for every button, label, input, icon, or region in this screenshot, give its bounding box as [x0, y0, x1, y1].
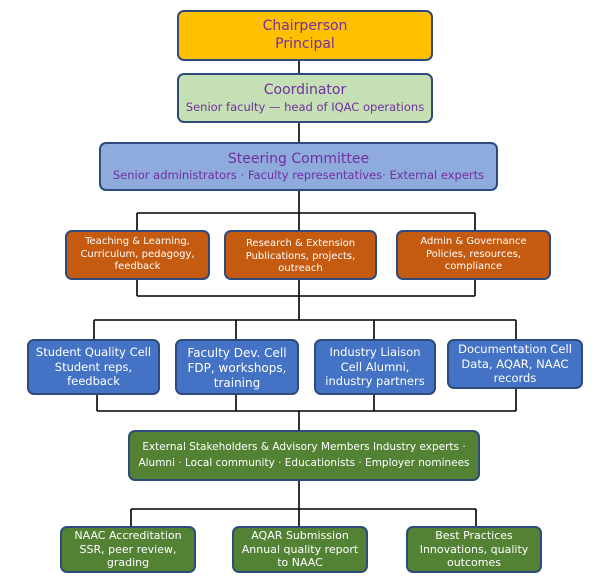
connector-to-cells: [93, 319, 517, 339]
outcome-line: NAAC Accreditation: [74, 528, 182, 542]
outcome-line: outcomes: [446, 556, 501, 570]
domain-line: Policies, resources,: [426, 248, 521, 260]
cell-line: records: [493, 371, 537, 386]
cell-line: Cell Alumni,: [340, 359, 410, 374]
cell-line: industry partners: [325, 374, 425, 389]
domain-line: feedback: [114, 261, 161, 273]
domain-line: Teaching & Learning,: [85, 236, 190, 248]
cell-box-documentation: Documentation Cell Data, AQAR, NAAC reco…: [447, 339, 583, 389]
cell-box-student-quality: Student Quality Cell Student reps, feedb…: [27, 339, 160, 395]
outcome-box-naac: NAAC Accreditation SSR, peer review, gra…: [60, 526, 196, 573]
outcome-line: SSR, peer review,: [79, 542, 177, 556]
external-stakeholders-box: External Stakeholders & Advisory Members…: [128, 430, 480, 481]
connector-cells-merge: [96, 388, 517, 430]
domain-box-admin: Admin & Governance Policies, resources, …: [396, 230, 551, 280]
domain-box-research: Research & Extension Publications, proje…: [224, 230, 377, 280]
cell-line: Student reps,: [54, 359, 133, 374]
cell-line: Data, AQAR, NAAC: [461, 356, 569, 371]
cell-box-industry-liaison: Industry Liaison Cell Alumni, industry p…: [314, 339, 436, 395]
coordinator-box: Coordinator Senior faculty — head of IQA…: [177, 73, 433, 123]
stakeholders-line: External Stakeholders & Advisory Members…: [142, 441, 466, 454]
connector-domains-merge: [136, 279, 476, 320]
outcome-line: Innovations, quality: [419, 542, 529, 556]
cell-line: training: [213, 376, 261, 390]
outcome-line: AQAR Submission: [251, 528, 349, 542]
domain-line: outreach: [278, 263, 323, 274]
domain-line: Research & Extension: [245, 238, 356, 249]
domain-line: Publications, projects,: [245, 250, 356, 262]
chair-subtitle: Principal: [275, 35, 335, 52]
domain-line: compliance: [444, 261, 503, 273]
domain-box-teaching: Teaching & Learning, Curriculum, pedagog…: [65, 230, 210, 280]
cell-line: Documentation Cell: [458, 342, 572, 357]
cell-line: Faculty Dev. Cell: [187, 346, 287, 360]
outcome-line: grading: [106, 556, 150, 570]
outcome-box-best-practices: Best Practices Innovations, quality outc…: [406, 526, 542, 573]
cell-box-faculty-dev: Faculty Dev. Cell FDP, workshops, traini…: [175, 339, 299, 395]
cell-line: FDP, workshops,: [187, 361, 287, 375]
outcome-box-aqar: AQAR Submission Annual quality report to…: [232, 526, 368, 573]
cell-line: Industry Liaison: [329, 345, 421, 360]
connector-steering-domains: [136, 190, 476, 230]
coordinator-title: Coordinator: [263, 82, 347, 99]
connector-to-outcomes: [130, 480, 477, 526]
stakeholders-line: Alumni · Local community · Educationists…: [138, 456, 470, 469]
outcome-line: to NAAC: [277, 556, 323, 570]
outcome-line: Best Practices: [435, 528, 513, 542]
domain-line: Admin & Governance: [420, 236, 527, 248]
steering-title: Steering Committee: [227, 150, 370, 167]
cell-line: feedback: [67, 374, 120, 389]
domain-line: Curriculum, pedagogy,: [80, 248, 195, 260]
steering-committee-box: Steering Committee Senior administrators…: [99, 142, 498, 191]
coordinator-subtitle: Senior faculty — head of IQAC operations: [185, 99, 425, 114]
chair-title: Chairperson: [262, 18, 348, 34]
steering-subtitle: Senior administrators · Faculty represen…: [112, 168, 485, 183]
chairperson-box: Chairperson Principal: [177, 10, 433, 61]
outcome-line: Annual quality report: [241, 542, 359, 556]
cell-line: Student Quality Cell: [35, 345, 152, 360]
